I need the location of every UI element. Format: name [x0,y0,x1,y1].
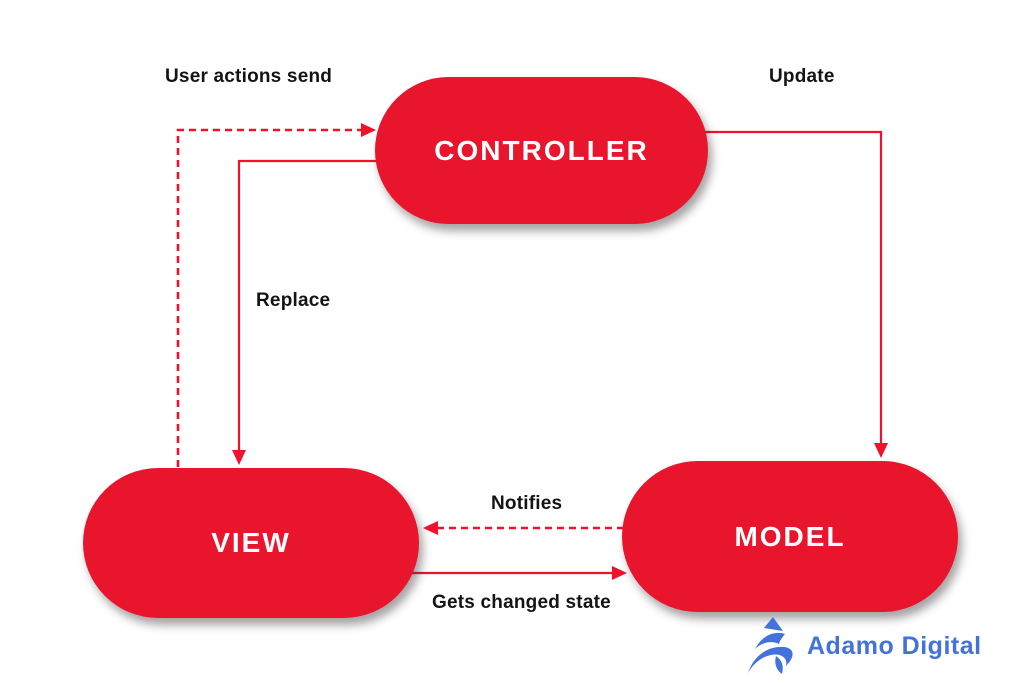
node-model: MODEL [622,461,958,612]
node-controller-label: CONTROLLER [434,134,649,166]
edge-label-replace: Replace [256,290,331,311]
brand-name: Adamo Digital [807,631,982,660]
edge-label-gets-changed-state: Gets changed state [432,592,611,613]
node-model-label: MODEL [734,520,846,552]
node-view-label: VIEW [211,527,291,558]
edge-label-user-actions-send: User actions send [165,66,333,87]
adamo-logo-icon [748,617,793,674]
node-controller: CONTROLLER [375,77,708,224]
brand-logo: Adamo Digital [746,616,982,676]
edge-label-notifies: Notifies [491,493,563,514]
edge-update [705,130,888,458]
node-view: VIEW [83,468,419,618]
edge-label-update: Update [769,66,835,87]
